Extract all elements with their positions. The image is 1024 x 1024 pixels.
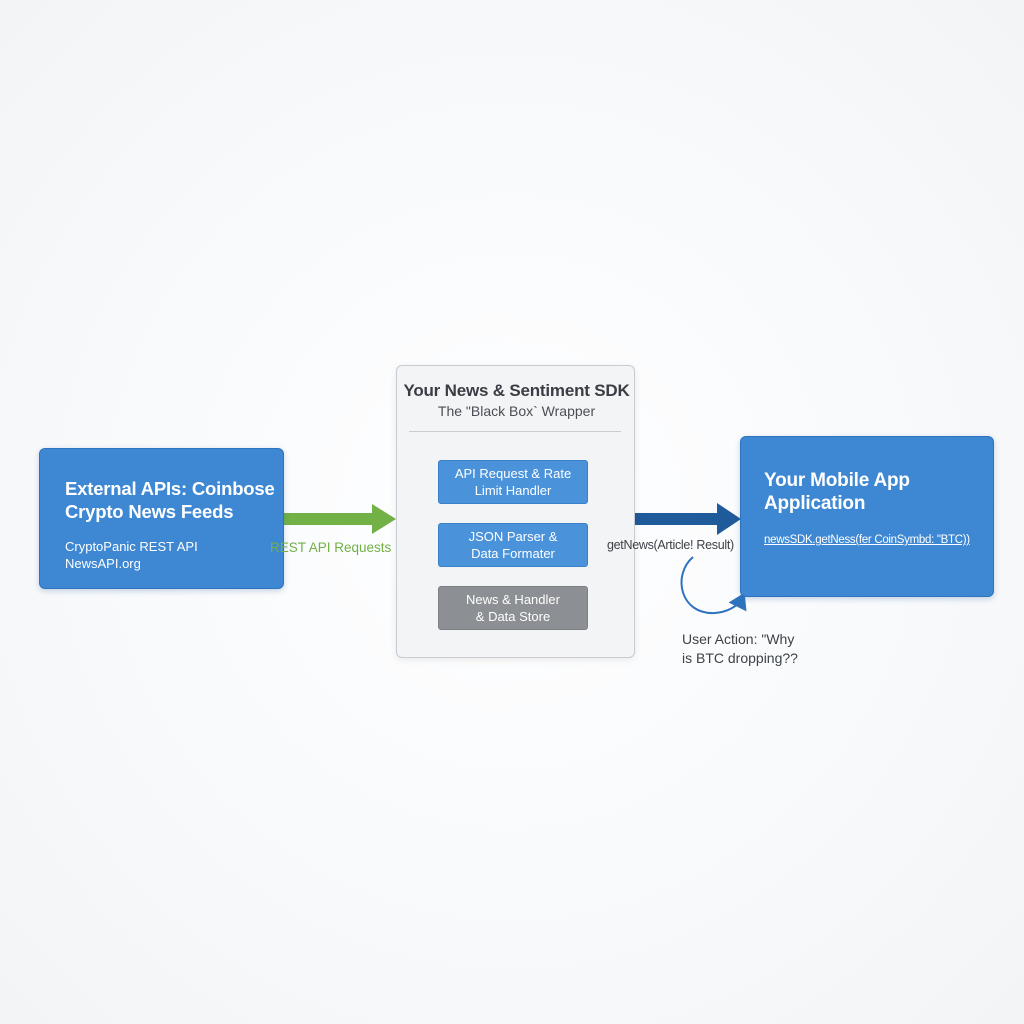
mobile-app-box: Your Mobile App Application newsSDK.getN… [740,436,994,597]
sdk-panel: Your News & Sentiment SDK The "Black Box… [396,365,635,658]
sdk-title: Your News & Sentiment SDK [403,381,630,400]
data-store-module: News & Handler & Data Store [438,586,588,630]
get-arrow-shaft [634,513,720,525]
rest-arrow-shaft [284,513,374,525]
api-request-module: API Request & Rate Limit Handler [438,460,588,504]
mobile-app-title-line1: Your Mobile App [764,470,910,491]
rest-arrow-head [372,504,396,534]
external-apis-title-line2: Crypto News Feeds [65,501,234,522]
rest-api-requests-label: REST API Requests [270,540,392,555]
external-apis-title: External APIs: Coinbose Crypto News Feed… [65,477,283,523]
external-apis-box: External APIs: Coinbose Crypto News Feed… [39,448,284,589]
get-arrow-head [717,503,741,535]
sdk-divider [409,431,621,432]
get-news-label: getNews(Article! Result) [607,538,734,552]
json-parser-module: JSON Parser & Data Formater [438,523,588,567]
sdk-call-code: newsSDK.getNess(fer CoinSymbd: "BTC)) [764,534,970,546]
get-news-arrow [634,503,741,535]
external-apis-list: CryptoPanic REST API NewsAPI.org [65,538,283,572]
mobile-app-title: Your Mobile App Application [764,469,993,515]
external-apis-title-line1: External APIs: Coinbose [65,478,275,499]
external-api-item: NewsAPI.org [65,556,141,571]
external-api-item: CryptoPanic REST API [65,539,198,554]
rest-request-arrow [284,504,396,534]
sdk-subtitle: The "Black Box` Wrapper [437,403,596,419]
mobile-app-title-line2: Application [764,493,866,514]
user-action-label: User Action: "Why is BTC dropping?? [682,631,798,666]
user-action-loop-arrow [680,556,747,615]
